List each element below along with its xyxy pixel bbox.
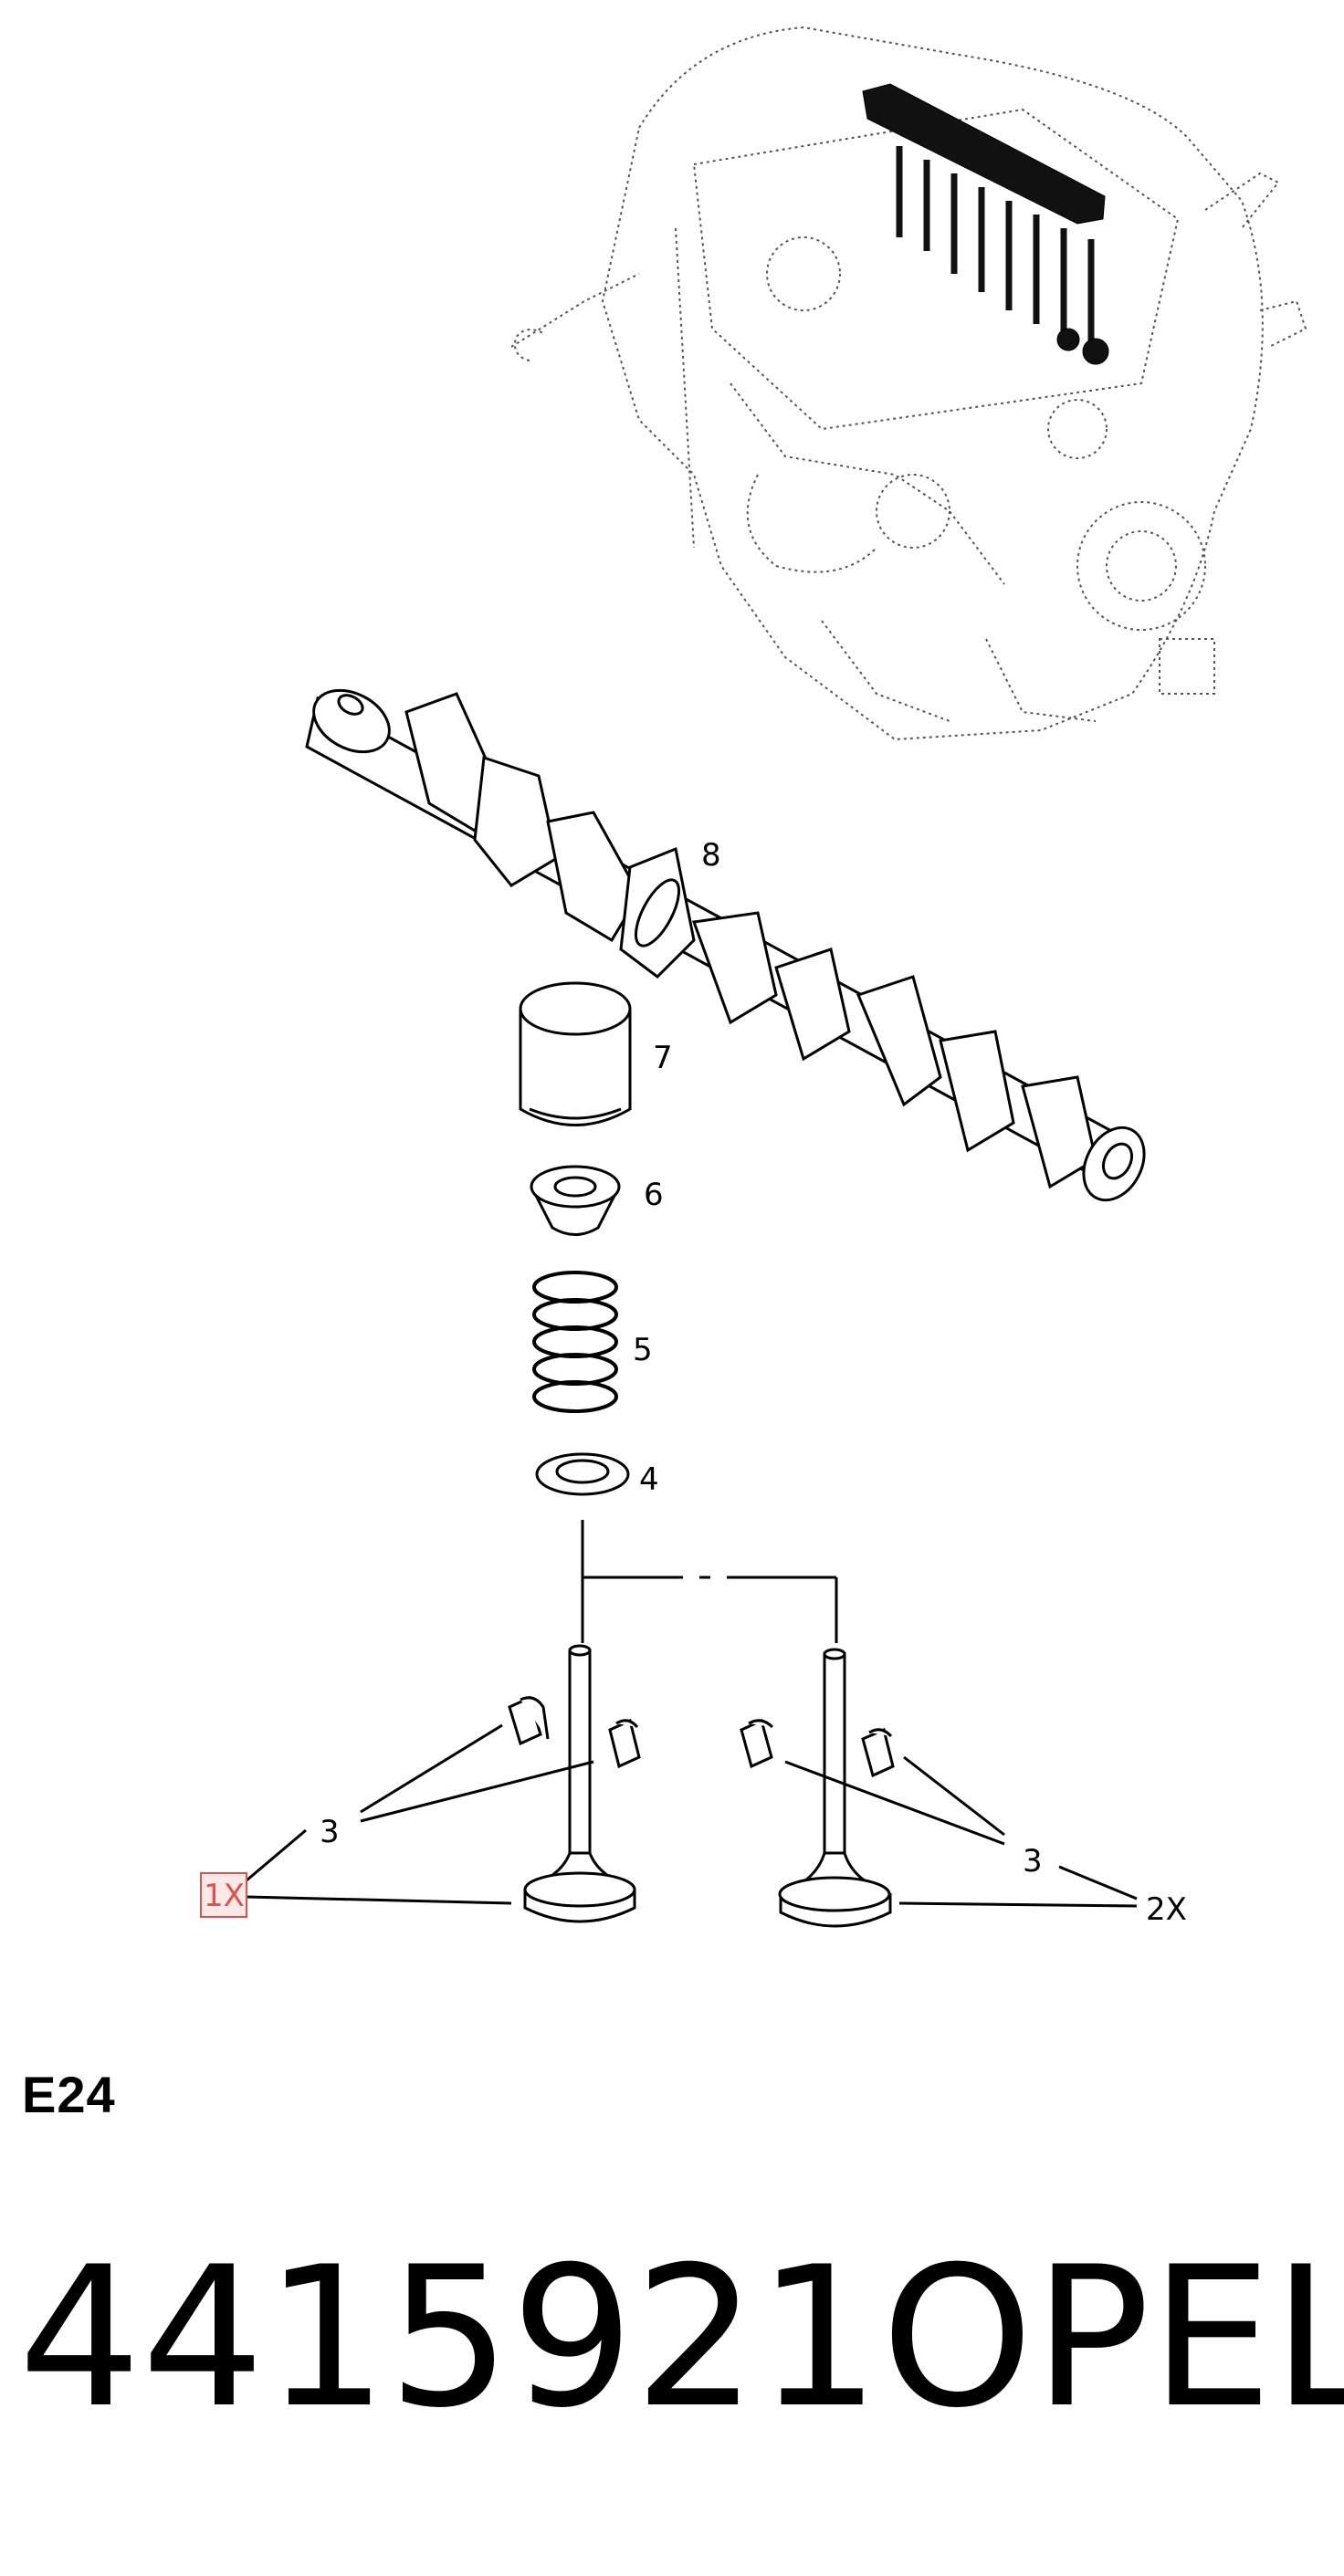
valve-right	[778, 1648, 892, 1928]
brand-name: OPEL	[881, 2225, 1344, 2450]
valve-keeper-right-a	[740, 1718, 774, 1769]
callout-valve-spring: 5	[633, 1332, 653, 1368]
callout-spring-retainer: 6	[644, 1177, 664, 1213]
grouping-bracket	[581, 1520, 838, 1643]
callout-tappet: 7	[653, 1040, 673, 1076]
qty-left-highlight-box[interactable]	[200, 1872, 247, 1918]
callout-keepers-right: 3	[1023, 1843, 1043, 1880]
valve-spring	[532, 1271, 618, 1413]
part-number: 4415921	[18, 2225, 881, 2450]
valve-left	[523, 1644, 636, 1923]
valve-keeper-right-b	[861, 1727, 895, 1778]
spring-retainer	[530, 1165, 621, 1236]
engine-overview-illustration	[510, 26, 1307, 741]
callout-spring-seat: 4	[639, 1461, 659, 1498]
valve-keeper-left-a	[508, 1695, 550, 1746]
callout-qty-right: 2X	[1146, 1891, 1187, 1928]
highlighted-valvetrain-area	[862, 83, 1109, 365]
tappet	[519, 981, 632, 1126]
exploded-parts-diagram: 8 7 6 5 4 3 3 1X 2X	[200, 26, 1307, 1928]
spring-seat	[535, 1452, 630, 1496]
section-code: E24	[22, 2066, 116, 2123]
leader-lines	[246, 1723, 1138, 1908]
callout-camshaft: 8	[701, 837, 721, 874]
callout-qty-left[interactable]: 1X	[204, 1878, 245, 1914]
camshaft	[305, 688, 1146, 1202]
valve-keeper-left-b	[608, 1718, 641, 1769]
callout-keepers-left: 3	[320, 1814, 340, 1850]
